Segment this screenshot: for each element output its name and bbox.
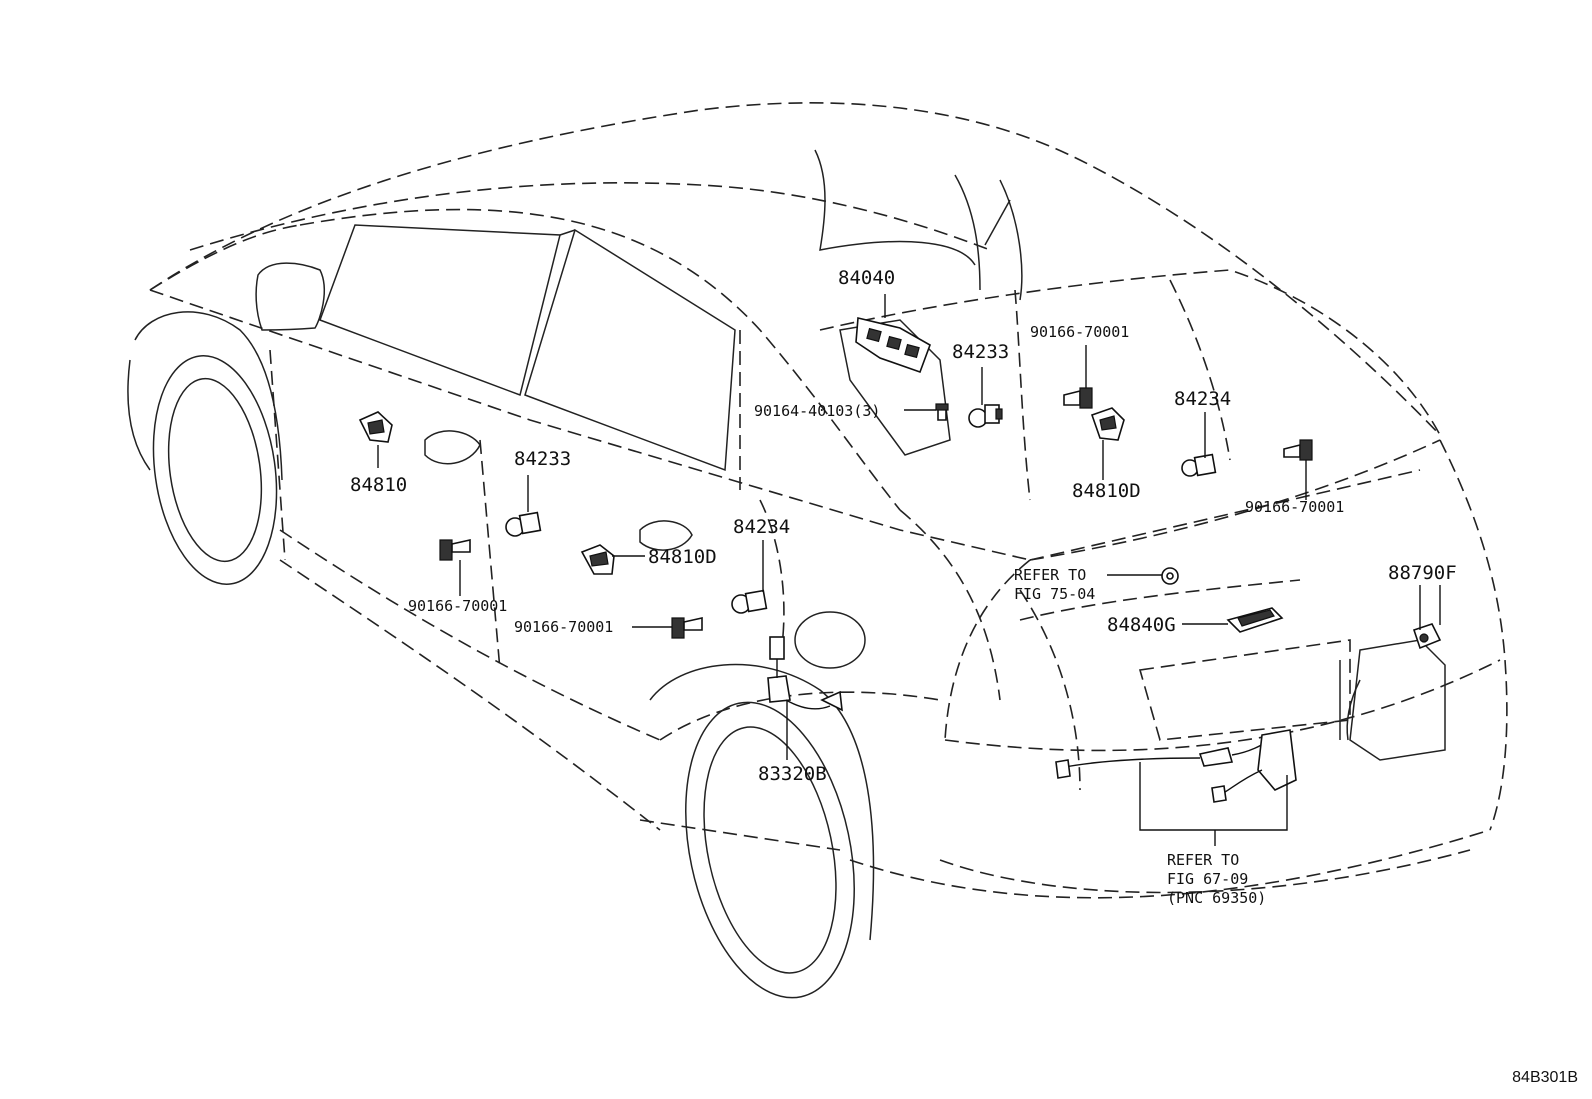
part-label-88790F: 88790F [1388, 562, 1457, 584]
master-switch-icon [855, 317, 931, 374]
part-labels: 84040 84233 90166-70001 90164-40103(3) 8… [350, 267, 1457, 907]
parts-glyphs [358, 317, 1442, 803]
reference-75-04-line2: FIG 75-04 [1014, 585, 1095, 603]
courtesy-switch-icon-left [505, 511, 542, 537]
door-switch-icon-front [358, 411, 393, 443]
part-label-84233-left: 84233 [514, 448, 571, 470]
harness-icon [1055, 729, 1297, 803]
part-label-83320B: 83320B [758, 763, 827, 785]
trunk-switch-icon [1226, 607, 1284, 633]
reference-75-04-line1: REFER TO [1014, 566, 1086, 584]
bolt-icon-lower [671, 617, 703, 639]
part-label-90166-70001-right: 90166-70001 [1245, 498, 1344, 516]
part-label-84840G: 84840G [1107, 614, 1176, 636]
courtesy-switch-icon-right [1181, 453, 1217, 477]
vehicle-solid-details [127, 149, 1446, 999]
part-label-90166-70001-lower: 90166-70001 [514, 618, 613, 636]
part-label-90164-40103: 90164-40103(3) [754, 402, 880, 420]
connector-icon [767, 636, 843, 712]
bolt-icon-upper [1063, 387, 1093, 409]
switch-assembly-icon-middle [580, 544, 615, 575]
part-label-84810D-middle: 84810D [648, 546, 717, 568]
vehicle-body-outline [149, 102, 1508, 899]
part-label-84233-upper: 84233 [952, 341, 1009, 363]
bolt-icon-right [1283, 439, 1313, 461]
screw-icon [935, 403, 949, 421]
drawing-id: 84B301B [1512, 1069, 1578, 1086]
part-label-90166-70001-left: 90166-70001 [408, 597, 507, 615]
part-label-84234-middle: 84234 [733, 516, 790, 538]
courtesy-switch-icon-upper [968, 404, 1003, 428]
part-label-84810D-upper: 84810D [1072, 480, 1141, 502]
switch-assembly-icon-upper [1090, 407, 1125, 441]
part-label-90166-70001-upper: 90166-70001 [1030, 323, 1129, 341]
bolt-icon-left [439, 539, 471, 561]
sensor-icon [1412, 623, 1442, 650]
part-label-84234-upper: 84234 [1174, 388, 1231, 410]
part-label-84810: 84810 [350, 474, 407, 496]
leader-lines [377, 294, 1441, 846]
part-label-84040: 84040 [838, 267, 895, 289]
reference-67-09-line1: REFER TO [1167, 851, 1239, 869]
reference-67-09-line3: (PNC 69350) [1167, 889, 1266, 907]
reference-67-09-line2: FIG 67-09 [1167, 870, 1248, 888]
nut-icon [1161, 567, 1179, 585]
courtesy-switch-icon-middle [731, 589, 768, 614]
